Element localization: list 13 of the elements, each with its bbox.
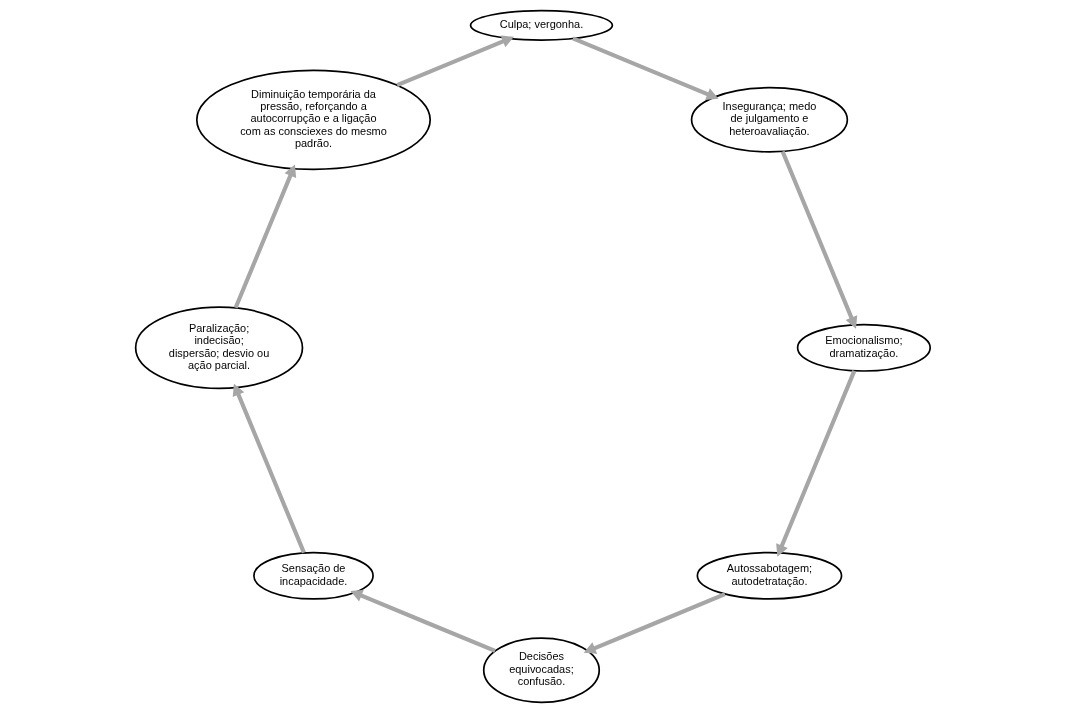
arrow: [396, 35, 514, 88]
arrow: [350, 589, 496, 653]
arrow: [572, 36, 719, 100]
node-ellipse: Culpa; vergonha.: [469, 9, 614, 41]
node-ellipse: Autossabotagem; autodetratação.: [696, 551, 843, 600]
arrow: [232, 383, 306, 554]
arrow: [233, 164, 297, 309]
node-ellipse: Emocionalismo; dramatização.: [796, 323, 932, 372]
node-ellipse: Diminuição temporária da pressão, reforçando a autocorrupção e a ligação com as consciexes do mesmo padrão.: [195, 69, 432, 171]
arrow: [583, 592, 726, 654]
node-ellipse: Paralização; indecisão; dispersão; desvio ou ação parcial.: [134, 306, 304, 390]
arrow: [776, 370, 857, 557]
arrow: [780, 150, 858, 329]
